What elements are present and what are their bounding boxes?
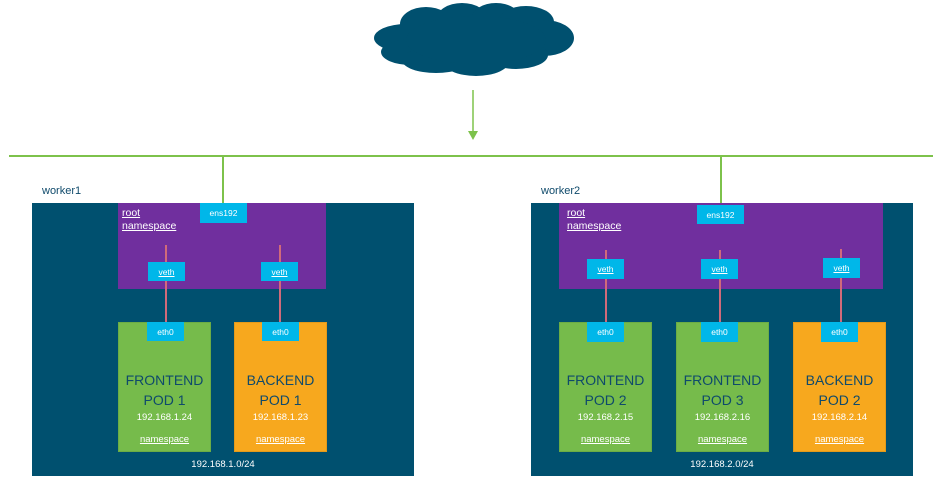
pod-title: BACKEND POD 1 <box>247 370 315 410</box>
subnet-label: 192.168.2.0/24 <box>690 459 754 470</box>
ens192-interface[interactable]: ens192 <box>200 203 247 223</box>
pod-title: FRONTEND POD 2 <box>567 370 645 410</box>
pod-title-line2: POD 1 <box>259 392 302 408</box>
root-namespace-label-line2: namespace <box>567 220 622 232</box>
root-namespace-label: root namespace <box>122 207 176 233</box>
pod-ip: 192.168.2.15 <box>577 412 634 423</box>
root-namespace-label-line2: namespace <box>122 220 177 232</box>
pod-title-line2: POD 2 <box>584 392 627 408</box>
interface-label: veth <box>711 264 728 274</box>
interface-label: ens192 <box>706 209 735 220</box>
interface-label: veth <box>597 264 614 274</box>
interface-label: eth0 <box>831 327 848 337</box>
root-namespace-label: root namespace <box>567 207 621 233</box>
veth-interface[interactable]: veth <box>701 259 738 279</box>
interface-label: veth <box>833 263 850 273</box>
veth-wire <box>840 249 842 323</box>
eth0-interface[interactable]: eth0 <box>587 322 624 342</box>
veth-interface[interactable]: veth <box>148 262 185 281</box>
root-namespace-label-line1: root <box>122 207 141 219</box>
pod-frontend-1[interactable]: FRONTEND POD 1 192.168.1.24 namespace <box>118 322 211 452</box>
interface-label: eth0 <box>272 326 289 337</box>
eth0-interface[interactable]: eth0 <box>262 322 299 341</box>
pod-namespace-label: namespace <box>255 434 306 445</box>
pod-namespace-label: namespace <box>139 434 190 445</box>
pod-title-line2: POD 2 <box>818 392 861 408</box>
worker-label: worker1 <box>42 185 82 197</box>
pod-ip: 192.168.1.24 <box>136 412 193 423</box>
interface-label: eth0 <box>157 326 174 337</box>
pod-title: FRONTEND POD 3 <box>684 370 762 410</box>
interface-label: veth <box>158 266 175 277</box>
worker-label: worker2 <box>541 185 581 197</box>
pod-title-line2: POD 1 <box>143 392 186 408</box>
veth-wire <box>165 245 167 323</box>
pod-title: BACKEND POD 2 <box>806 370 874 410</box>
eth0-interface[interactable]: eth0 <box>701 322 738 342</box>
pod-ip: 192.168.2.16 <box>694 412 751 423</box>
arrow-down-icon <box>468 90 478 140</box>
uplink-line <box>222 156 224 204</box>
veth-wire <box>719 250 721 323</box>
veth-interface[interactable]: veth <box>587 259 624 279</box>
pod-title-line2: POD 3 <box>701 392 744 408</box>
network-bus-line <box>9 155 933 157</box>
eth0-interface[interactable]: eth0 <box>147 322 184 341</box>
veth-wire <box>279 245 281 323</box>
pod-namespace-label: namespace <box>697 434 748 445</box>
pod-frontend-3[interactable]: FRONTEND POD 3 192.168.2.16 namespace <box>676 322 769 452</box>
pod-title-line1: FRONTEND <box>566 372 645 388</box>
pod-title: FRONTEND POD 1 <box>126 370 204 410</box>
pod-backend-1[interactable]: BACKEND POD 1 192.168.1.23 namespace <box>234 322 327 452</box>
pod-frontend-2[interactable]: FRONTEND POD 2 192.168.2.15 namespace <box>559 322 652 452</box>
interface-label: ens192 <box>209 208 238 218</box>
ens192-interface[interactable]: ens192 <box>697 205 744 224</box>
veth-interface[interactable]: veth <box>823 258 860 278</box>
eth0-interface[interactable]: eth0 <box>821 322 858 342</box>
interface-label: veth <box>271 266 288 277</box>
interface-label: eth0 <box>597 327 614 337</box>
veth-wire <box>605 250 607 323</box>
interface-label: eth0 <box>711 327 728 337</box>
veth-interface[interactable]: veth <box>261 262 298 281</box>
pod-ip: 192.168.2.14 <box>811 412 868 423</box>
pod-ip: 192.168.1.23 <box>252 412 309 423</box>
uplink-line <box>720 156 722 206</box>
root-namespace-label-line1: root <box>567 207 586 219</box>
pod-title-line1: FRONTEND <box>683 372 762 388</box>
pod-namespace-label: namespace <box>580 434 631 445</box>
subnet-label: 192.168.1.0/24 <box>191 459 255 470</box>
pod-title-line1: BACKEND <box>805 372 874 388</box>
cloud-icon <box>374 3 574 76</box>
pod-title-line1: BACKEND <box>246 372 315 388</box>
pod-namespace-label: namespace <box>814 434 865 445</box>
pod-title-line1: FRONTEND <box>125 372 204 388</box>
